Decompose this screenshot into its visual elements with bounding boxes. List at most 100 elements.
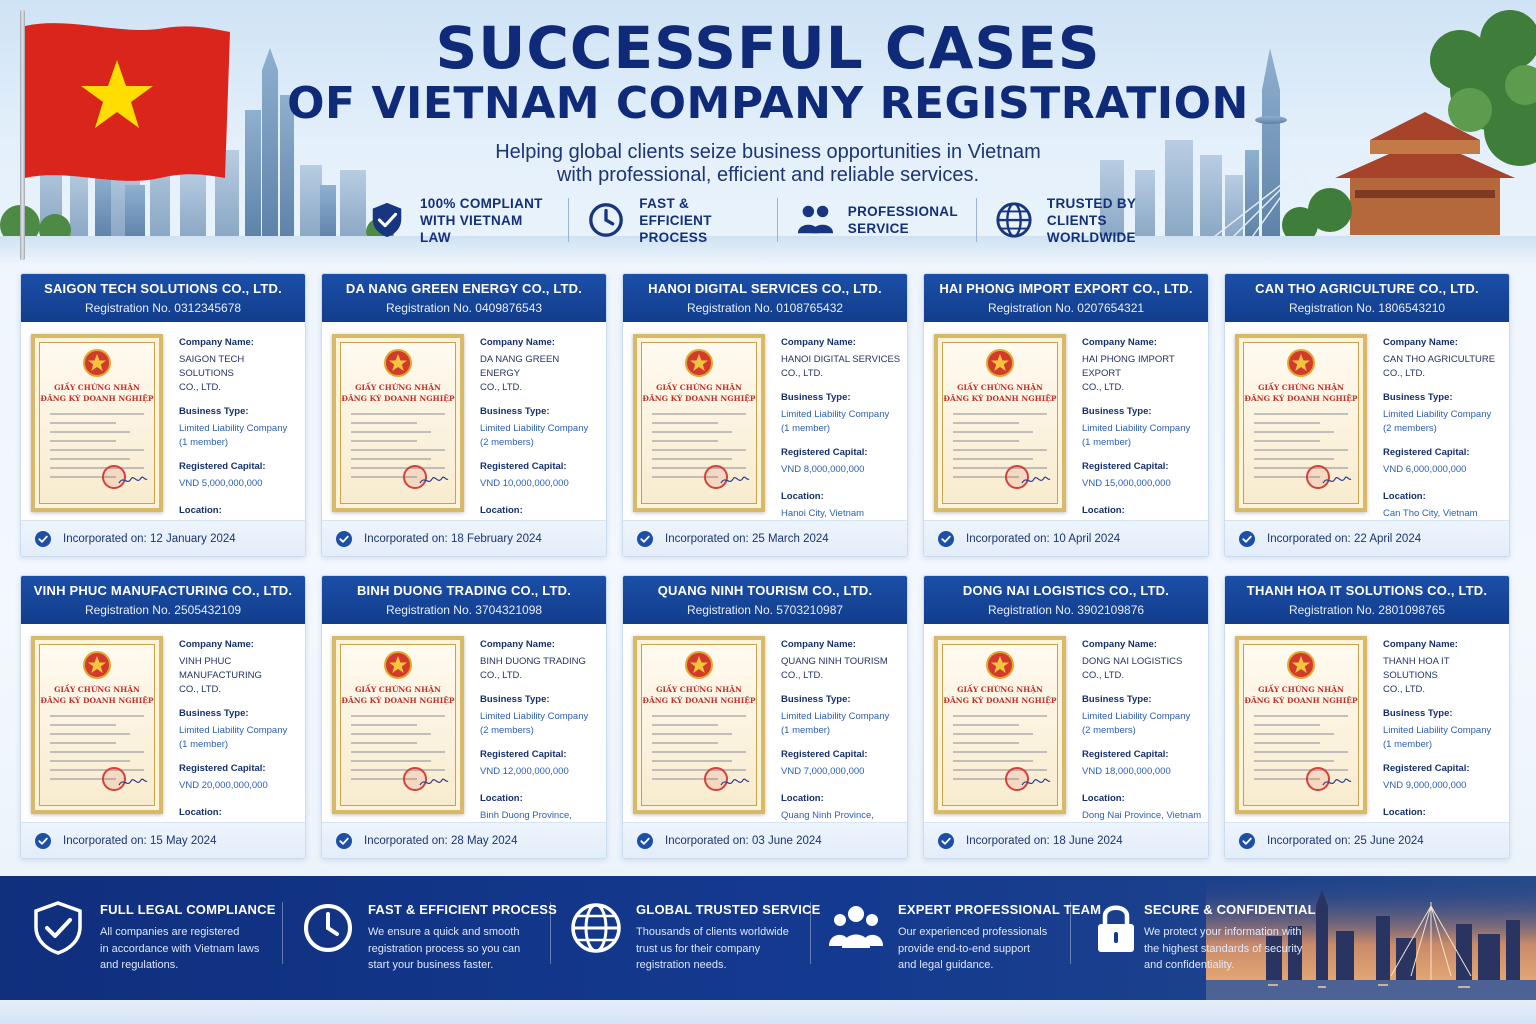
card-body: GIẤY CHỨNG NHẬN ĐĂNG KÝ DOANH NGHIỆP Com… <box>322 624 606 835</box>
location-label: Location: <box>1082 793 1125 804</box>
location-label: Location: <box>1383 491 1426 502</box>
clock-icon <box>304 904 352 952</box>
card-company-title: DA NANG GREEN ENERGY CO., LTD. <box>345 281 583 296</box>
business-type-value-line-1: Limited Liability Company <box>1383 409 1492 420</box>
company-name-value-line-1: THANH HOA IT SOLUTIONS <box>1383 656 1450 681</box>
registered-capital-value: VND 12,000,000,000 <box>480 766 569 777</box>
case-card-8[interactable]: QUANG NINH TOURISM CO., LTD. Registratio… <box>622 575 908 859</box>
certificate-image[interactable]: GIẤY CHỨNG NHẬN ĐĂNG KÝ DOANH NGHIỆP <box>633 334 765 512</box>
company-name-value-line-1: SAIGON TECH SOLUTIONS <box>179 354 245 379</box>
location-label: Location: <box>781 793 824 804</box>
card-company-title: CAN THO AGRICULTURE CO., LTD. <box>1255 281 1479 296</box>
company-name-value-line-2: CO., LTD. <box>179 684 222 695</box>
company-name-value-line-2: CO., LTD. <box>179 382 222 393</box>
red-seal-icon <box>1306 465 1330 489</box>
card-company-title: HAI PHONG IMPORT EXPORT CO., LTD. <box>939 281 1193 296</box>
case-card-5[interactable]: CAN THO AGRICULTURE CO., LTD. Registrati… <box>1224 273 1510 557</box>
certificate-image[interactable]: GIẤY CHỨNG NHẬN ĐĂNG KÝ DOANH NGHIỆP <box>332 334 464 512</box>
red-seal-icon <box>1005 465 1029 489</box>
certificate-title-line-1: GIẤY CHỨNG NHẬN <box>1258 383 1344 392</box>
card-registration-number: Registration No. 5703210987 <box>686 603 844 617</box>
registered-capital-label: Registered Capital: <box>179 763 266 774</box>
red-seal-icon <box>704 767 728 791</box>
red-seal-icon <box>403 767 427 791</box>
certificate-title-line-2: ĐĂNG KÝ DOANH NGHIỆP <box>1244 394 1358 403</box>
case-card-7[interactable]: BINH DUONG TRADING CO., LTD. Registratio… <box>321 575 607 859</box>
business-type-value-line-1: Limited Liability Company <box>1082 423 1191 434</box>
company-info: Company Name: VINH PHUC MANUFACTURING CO… <box>179 639 299 858</box>
certificate-image[interactable]: GIẤY CHỨNG NHẬN ĐĂNG KÝ DOANH NGHIỆP <box>633 636 765 814</box>
certificate-title-line-2: ĐĂNG KÝ DOANH NGHIỆP <box>642 696 756 705</box>
company-name-value-line-2: CO., LTD. <box>781 670 824 681</box>
business-type-label: Business Type: <box>480 694 550 705</box>
team-icon <box>829 906 883 948</box>
case-card-2[interactable]: DA NANG GREEN ENERGY CO., LTD. Registrat… <box>321 273 607 557</box>
card-body: GIẤY CHỨNG NHẬN ĐĂNG KÝ DOANH NGHIỆP Com… <box>21 322 305 533</box>
business-type-value-line-1: Limited Liability Company <box>781 409 890 420</box>
case-card-6[interactable]: VINH PHUC MANUFACTURING CO., LTD. Regist… <box>20 575 306 859</box>
red-seal-icon <box>704 465 728 489</box>
company-info: Company Name: DA NANG GREEN ENERGY CO., … <box>480 337 600 546</box>
company-info: Company Name: CAN THO AGRICULTURE CO., L… <box>1383 337 1503 532</box>
shield-check-icon <box>34 901 82 955</box>
company-info: Company Name: SAIGON TECH SOLUTIONS CO.,… <box>179 337 299 546</box>
card-body: GIẤY CHỨNG NHẬN ĐĂNG KÝ DOANH NGHIỆP Com… <box>1225 322 1509 522</box>
card-header: HAI PHONG IMPORT EXPORT CO., LTD. Regist… <box>924 274 1208 322</box>
card-registration-number: Registration No. 0312345678 <box>84 301 242 315</box>
shield-check-icon <box>372 202 402 238</box>
business-type-value-line-1: Limited Liability Company <box>1383 725 1492 736</box>
certificate-title-line-2: ĐĂNG KÝ DOANH NGHIỆP <box>943 696 1057 705</box>
case-card-3[interactable]: HANOI DIGITAL SERVICES CO., LTD. Registr… <box>622 273 908 557</box>
check-circle-icon <box>938 832 954 849</box>
business-type-value-line-2: (1 member) <box>179 437 229 448</box>
company-name-label: Company Name: <box>179 639 254 650</box>
signature-icon <box>118 476 148 484</box>
certificate-image[interactable]: GIẤY CHỨNG NHẬN ĐĂNG KÝ DOANH NGHIỆP <box>1235 334 1367 512</box>
certificate-image[interactable]: GIẤY CHỨNG NHẬN ĐĂNG KÝ DOANH NGHIỆP <box>934 636 1066 814</box>
card-header: BINH DUONG TRADING CO., LTD. Registratio… <box>322 576 606 624</box>
company-name-label: Company Name: <box>781 639 856 650</box>
certificate-image[interactable]: GIẤY CHỨNG NHẬN ĐĂNG KÝ DOANH NGHIỆP <box>934 334 1066 512</box>
case-card-4[interactable]: HAI PHONG IMPORT EXPORT CO., LTD. Regist… <box>923 273 1209 557</box>
red-seal-icon <box>403 465 427 489</box>
certificate-image[interactable]: GIẤY CHỨNG NHẬN ĐĂNG KÝ DOANH NGHIỆP <box>1235 636 1367 814</box>
case-card-1[interactable]: SAIGON TECH SOLUTIONS CO., LTD. Registra… <box>20 273 306 557</box>
certificate-text-lines <box>1254 413 1348 485</box>
business-type-label: Business Type: <box>1082 694 1152 705</box>
registered-capital-value: VND 18,000,000,000 <box>1082 766 1171 777</box>
certificate-title-line-2: ĐĂNG KÝ DOANH NGHIỆP <box>341 696 455 705</box>
certificate-title-line-1: GIẤY CHỨNG NHẬN <box>656 383 742 392</box>
certificate-image[interactable]: GIẤY CHỨNG NHẬN ĐĂNG KÝ DOANH NGHIỆP <box>31 334 163 512</box>
incorporated-date: Incorporated on: 18 February 2024 <box>364 532 542 545</box>
certificate-image[interactable]: GIẤY CHỨNG NHẬN ĐĂNG KÝ DOANH NGHIỆP <box>31 636 163 814</box>
certificate-image[interactable]: GIẤY CHỨNG NHẬN ĐĂNG KÝ DOANH NGHIỆP <box>332 636 464 814</box>
certificate-title-line-1: GIẤY CHỨNG NHẬN <box>54 383 140 392</box>
clock-icon <box>589 203 624 237</box>
benefit-legal-compliance: FULL LEGAL COMPLIANCE All companies are … <box>30 898 275 978</box>
company-info: Company Name: BINH DUONG TRADING CO., LT… <box>480 639 600 848</box>
card-body: GIẤY CHỨNG NHẬN ĐĂNG KÝ DOANH NGHIỆP Com… <box>924 624 1208 824</box>
registered-capital-label: Registered Capital: <box>179 461 266 472</box>
card-header: VINH PHUC MANUFACTURING CO., LTD. Regist… <box>21 576 305 624</box>
card-registration-number: Registration No. 0409876543 <box>385 301 543 315</box>
certificate-text-lines <box>50 413 144 485</box>
vietnam-flag-icon <box>25 23 230 181</box>
registered-capital-label: Registered Capital: <box>480 461 567 472</box>
case-card-10[interactable]: THANH HOA IT SOLUTIONS CO., LTD. Registr… <box>1224 575 1510 859</box>
certificate-title-line-2: ĐĂNG KÝ DOANH NGHIỆP <box>40 696 154 705</box>
national-emblem-icon <box>83 651 111 679</box>
case-card-9[interactable]: DONG NAI LOGISTICS CO., LTD. Registratio… <box>923 575 1209 859</box>
company-name-label: Company Name: <box>1383 337 1458 348</box>
page-title-line-1: SUCCESSFUL CASES <box>435 14 1101 82</box>
red-seal-icon <box>102 465 126 489</box>
card-header: HANOI DIGITAL SERVICES CO., LTD. Registr… <box>623 274 907 322</box>
location-label: Location: <box>480 505 523 516</box>
registered-capital-label: Registered Capital: <box>781 447 868 458</box>
registered-capital-value: VND 7,000,000,000 <box>781 766 865 777</box>
company-name-value-line-2: CO., LTD. <box>781 368 824 379</box>
signature-icon <box>118 778 148 786</box>
card-header: DONG NAI LOGISTICS CO., LTD. Registratio… <box>924 576 1208 624</box>
business-type-label: Business Type: <box>781 694 851 705</box>
